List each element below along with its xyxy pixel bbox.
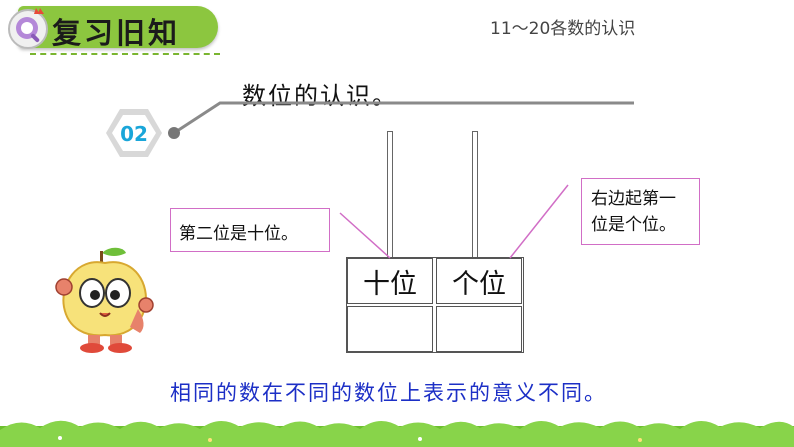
header-divider [30, 53, 220, 55]
header-banner [18, 6, 218, 48]
topic-title: 11～20各数的认识 [490, 19, 636, 39]
apple-mascot-icon [55, 247, 154, 353]
tens-callout-text: 第二位是十位。 [179, 224, 298, 244]
tens-empty-cell [347, 306, 433, 352]
ones-callout-line2: 位是个位。 [591, 215, 676, 235]
tens-callout: 第二位是十位。 [170, 208, 330, 252]
grass-border [0, 420, 794, 447]
section-number: 02 [120, 122, 148, 146]
heading-underline [168, 101, 634, 139]
tens-label: 十位 [347, 258, 433, 304]
section-title: 数位的认识。 [242, 82, 398, 110]
ones-callout-line1: 右边起第一 [591, 189, 676, 209]
ones-empty-cell [436, 306, 522, 352]
place-value-table: 十位 个位 [346, 257, 524, 353]
header-title: 复习旧知 [52, 16, 181, 50]
ones-callout: 右边起第一 位是个位。 [581, 178, 700, 245]
tens-rod [387, 131, 393, 259]
section-number-badge: 02 [106, 109, 162, 157]
search-logo-icon [8, 8, 48, 49]
summary-text: 相同的数在不同的数位上表示的意义不同。 [170, 381, 607, 405]
ones-rod [472, 131, 478, 259]
ones-label: 个位 [436, 258, 522, 304]
